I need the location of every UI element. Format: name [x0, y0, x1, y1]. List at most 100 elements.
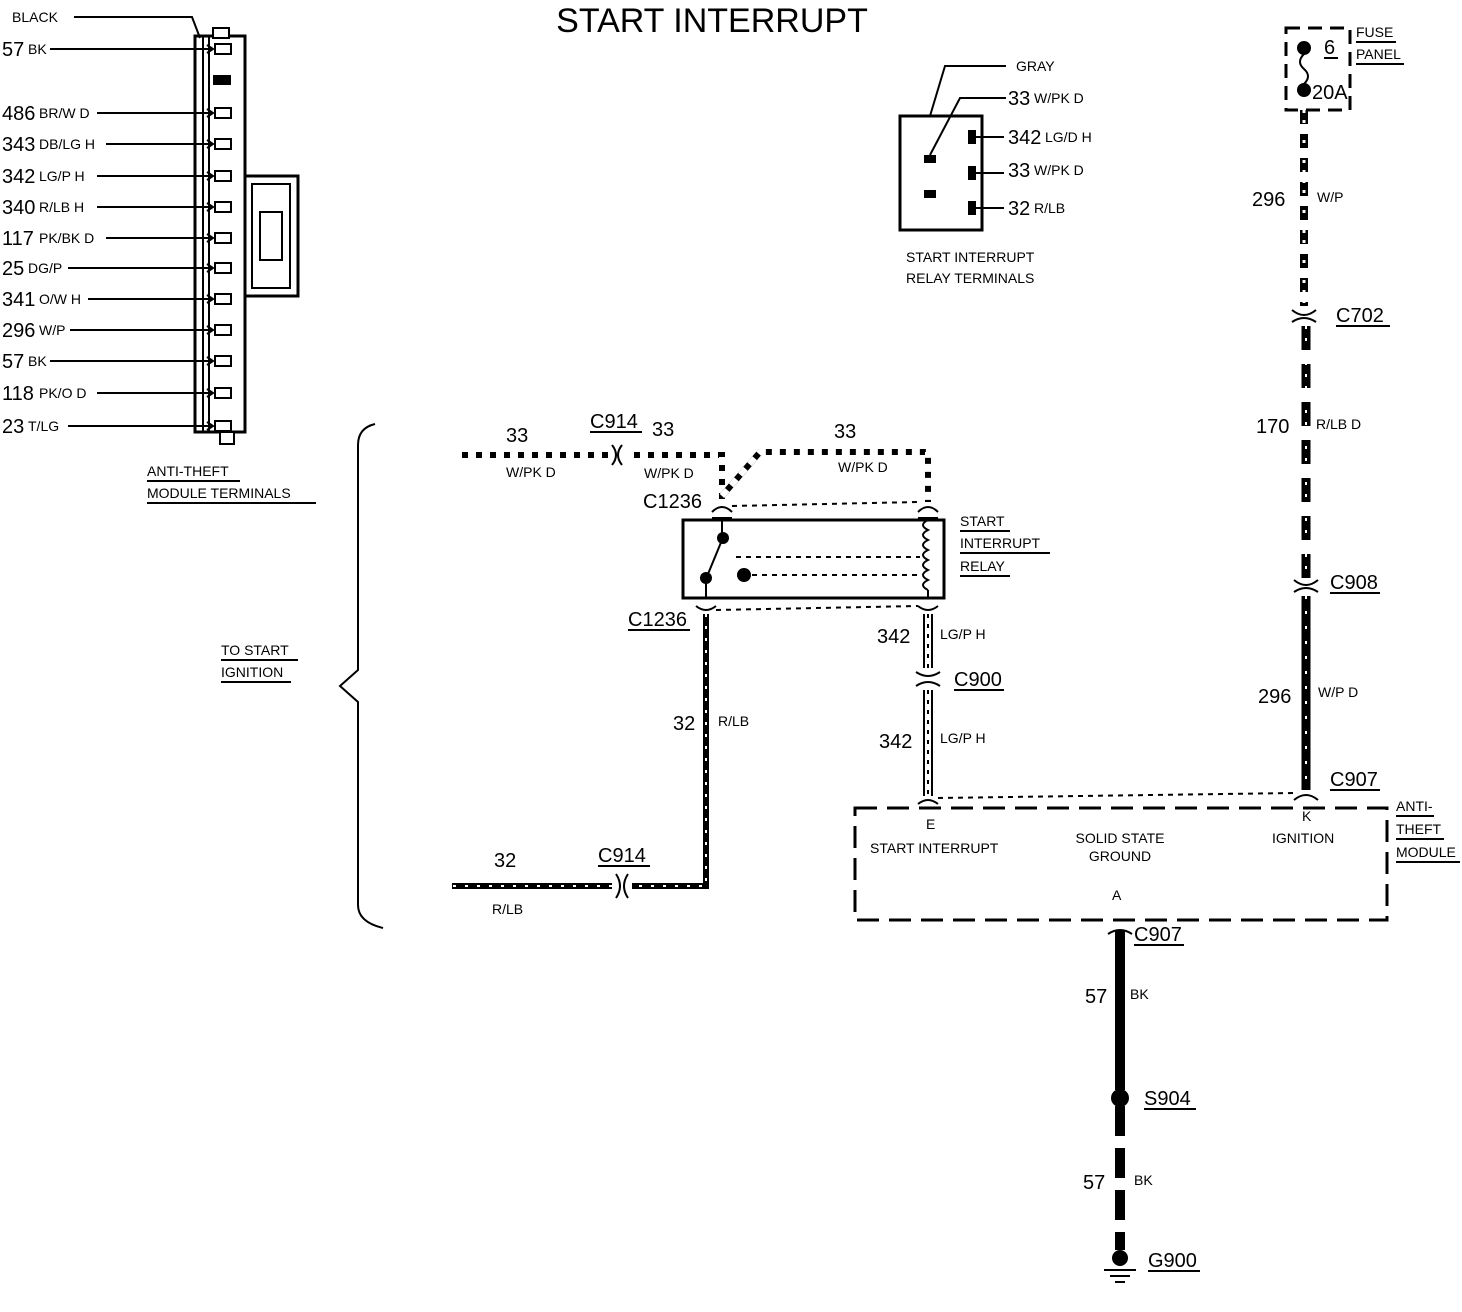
- wire-33-wpk: [454, 449, 931, 502]
- diagram-title: START INTERRUPT: [556, 2, 868, 40]
- module-pin-socket: [214, 232, 232, 244]
- relay-label-1: START: [960, 513, 1005, 529]
- module-connector-latch: [245, 174, 300, 298]
- relay-no-contact: [737, 568, 751, 582]
- relay-pin-color: W/PK D: [1034, 162, 1084, 178]
- module-pin-color: PK/BK D: [39, 230, 94, 246]
- module-pin-color: PK/O D: [39, 385, 86, 401]
- module-pin-color: LG/P H: [39, 168, 85, 184]
- module-pin-color: BR/W D: [39, 105, 90, 121]
- module-pin-number: 23: [2, 416, 24, 438]
- s904-splice: [1111, 1089, 1129, 1107]
- module-pin-socket: [214, 262, 232, 274]
- fuse-panel-label-1: FUSE: [1356, 24, 1393, 40]
- module-pin-socket: [214, 43, 232, 55]
- to-start-bracket: [338, 423, 384, 929]
- relay-terminal-spade-4: [968, 166, 976, 180]
- wire-296a-color: W/P: [1317, 189, 1343, 205]
- wire-296b-color: W/P D: [1318, 684, 1358, 700]
- module-start-interrupt: START INTERRUPT: [870, 840, 999, 856]
- wire-342b-color: LG/P H: [940, 730, 986, 746]
- module-pin-number: 296: [2, 320, 35, 342]
- module-pin-color: DB/LG H: [39, 136, 95, 152]
- wire-57a-number: 57: [1085, 986, 1107, 1008]
- c900-connector: [915, 671, 941, 687]
- module-pin-socket: [214, 355, 232, 367]
- module-pin-socket: [214, 201, 232, 213]
- module-pin-socket: [214, 420, 232, 432]
- module-pin-color: W/P: [39, 322, 65, 338]
- wire-33c-number: 33: [834, 421, 856, 443]
- relay-label-3: RELAY: [960, 558, 1006, 574]
- wire-32-rlb: [452, 614, 709, 889]
- gray-leader-line: [929, 65, 1006, 117]
- module-pin-socket: [214, 293, 232, 305]
- relay-pin-number: 342: [1008, 127, 1041, 149]
- relay-switch-arm: [707, 539, 723, 575]
- wire-57b-color: BK: [1134, 1172, 1153, 1188]
- module-pin-number: 343: [2, 134, 35, 156]
- c702-label: C702: [1336, 305, 1384, 327]
- c907-bottom-label: C907: [1134, 924, 1182, 946]
- module-pin-color: O/W H: [39, 291, 81, 307]
- anti-theft-module-box: [853, 806, 1389, 922]
- c914-bottom-connector: [615, 873, 629, 899]
- wire-32v-color: R/LB: [718, 713, 749, 729]
- wire-32v-number: 32: [673, 713, 695, 735]
- fuse-panel: [1284, 26, 1352, 112]
- wire-32h-color: R/LB: [492, 901, 523, 917]
- module-ground-line-2: GROUND: [1089, 848, 1151, 864]
- relay-pin-number: 32: [1008, 198, 1030, 220]
- module-pin-socket: [214, 170, 232, 182]
- relay-terminals-label-2: RELAY TERMINALS: [906, 270, 1034, 286]
- g900-ground-symbol: [1104, 1250, 1136, 1283]
- wire-342a-color: LG/P H: [940, 626, 986, 642]
- fuse-panel-label-2: PANEL: [1356, 46, 1401, 62]
- relay-pin-color: R/LB: [1034, 200, 1065, 216]
- module-pin-a: A: [1112, 887, 1122, 903]
- module-terminals-label-2: MODULE TERMINALS: [147, 485, 291, 501]
- relay-terminal-spade-3: [968, 130, 976, 144]
- c907-top-label: C907: [1330, 769, 1378, 791]
- wire-296a-number: 296: [1252, 189, 1285, 211]
- wire-170-number: 170: [1256, 416, 1289, 438]
- wire-33c-color: W/PK D: [838, 459, 888, 475]
- bracket-label-2: IGNITION: [221, 664, 283, 680]
- c914-top-connector: [611, 444, 623, 466]
- relay-pin-number: 33: [1008, 88, 1030, 110]
- module-pin-socket: [214, 138, 232, 150]
- module-pin-socket: [214, 387, 232, 399]
- wire-170-color: R/LB D: [1316, 416, 1361, 432]
- black-leader-line: [74, 16, 201, 39]
- c1236-top-label: C1236: [643, 491, 702, 513]
- wire-57b-number: 57: [1083, 1172, 1105, 1194]
- relay-terminal-spade-2: [924, 190, 936, 198]
- c914-top-label: C914: [590, 411, 638, 433]
- wire-32h-number: 32: [494, 850, 516, 872]
- wire-33b-number: 33: [652, 419, 674, 441]
- module-pin-color: T/LG: [28, 418, 59, 434]
- module-pin-color: BK: [28, 41, 47, 57]
- fuse-rating: 20A: [1312, 82, 1348, 104]
- bracket-label-1: TO START: [221, 642, 289, 658]
- wire-342a-number: 342: [877, 626, 910, 648]
- module-pin-number: 57: [2, 351, 24, 373]
- module-ground-line-1: SOLID STATE: [1076, 830, 1165, 846]
- wire-33a-number: 33: [506, 425, 528, 447]
- module-pin-number: 486: [2, 103, 35, 125]
- fuse-number: 6: [1324, 37, 1335, 59]
- relay-terminal-spade-5: [968, 201, 976, 215]
- module-ignition: IGNITION: [1272, 830, 1334, 846]
